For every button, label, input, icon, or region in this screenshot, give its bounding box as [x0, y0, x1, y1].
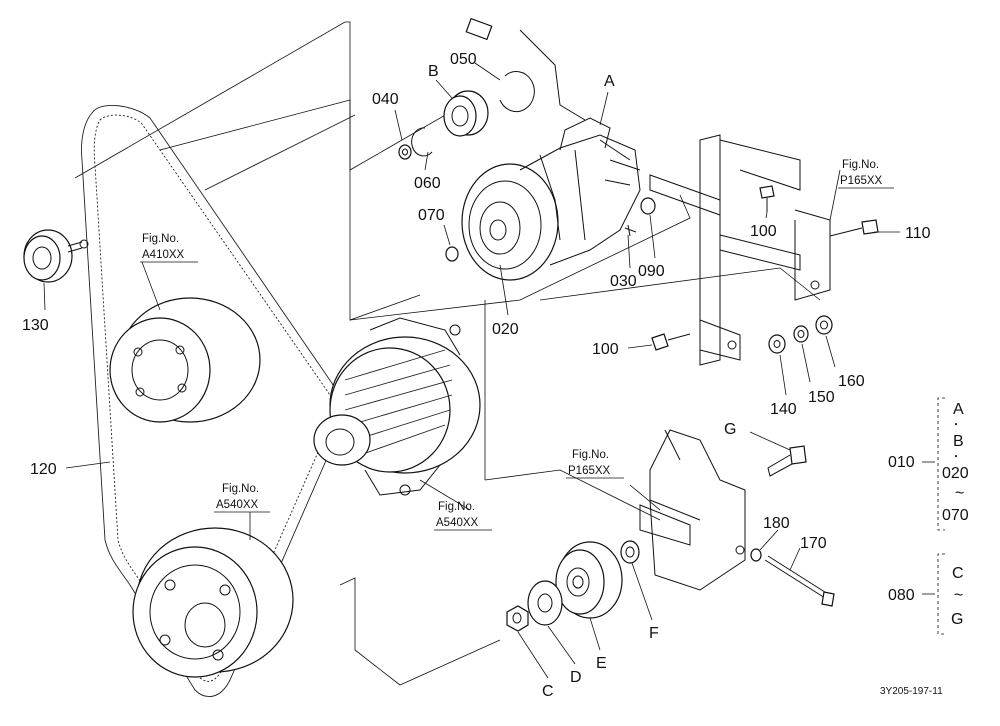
crank-pulley [132, 527, 294, 678]
svg-text:C: C [952, 565, 964, 582]
fan-pulley [109, 297, 261, 423]
alternator [313, 317, 481, 496]
fig-ref-a540-right: Fig.No. A540XX [434, 501, 492, 531]
callout-C: C [542, 683, 554, 700]
svg-text:~: ~ [955, 485, 964, 502]
svg-text:~: ~ [954, 587, 963, 604]
svg-text:・: ・ [951, 452, 961, 463]
callout-110: 110 [905, 225, 931, 242]
adjust-bolt-170 [750, 548, 835, 607]
svg-text:A410XX: A410XX [142, 249, 185, 261]
ac-compressor [461, 17, 641, 281]
callout-070: 070 [418, 207, 445, 224]
tensioner-bracket [639, 429, 746, 591]
compressor-fasteners [624, 197, 656, 237]
callout-150: 150 [808, 389, 835, 406]
svg-text:020: 020 [942, 465, 969, 482]
callout-090: 090 [638, 263, 665, 280]
svg-text:P165XX: P165XX [840, 175, 883, 187]
callout-E: E [596, 655, 607, 672]
bracket-fasteners [651, 185, 879, 354]
fig-ref-a540-left: Fig.No. A540XX [214, 483, 270, 513]
callout-010: 010 [888, 454, 915, 471]
svg-text:A540XX: A540XX [436, 517, 479, 529]
svg-text:070: 070 [942, 507, 969, 524]
clutch-bearing-parts [398, 71, 535, 262]
tensioner-pulley-E [555, 541, 623, 619]
callout-100-top: 100 [750, 223, 777, 240]
callout-A: A [604, 73, 615, 90]
callout-F: F [649, 625, 659, 642]
svg-text:P165XX: P165XX [568, 465, 611, 477]
callout-050: 050 [450, 51, 477, 68]
svg-text:Fig.No.: Fig.No. [222, 483, 259, 495]
fig-ref-a410: Fig.No. A410XX [140, 233, 198, 263]
svg-text:Fig.No.: Fig.No. [842, 159, 879, 171]
compressor-bracket [649, 134, 831, 366]
callout-D: D [570, 669, 582, 686]
callout-labels: A B 050 040 060 070 030 090 020 100 110 … [22, 51, 931, 700]
svg-text:A540XX: A540XX [216, 499, 259, 511]
callout-030: 030 [610, 273, 637, 290]
idler-pulley-130 [23, 229, 89, 283]
assembly-010: 010 A ・ B ・ 020 ~ 070 [888, 397, 969, 531]
callout-170: 170 [800, 535, 827, 552]
drawing-code: 3Y205-197-11 [880, 686, 943, 697]
callout-180: 180 [763, 515, 790, 532]
svg-text:Fig.No.: Fig.No. [572, 449, 609, 461]
assembly-080: 080 C ~ G [888, 553, 964, 635]
leader-lines [43, 62, 900, 679]
tensioner-collar-F [620, 540, 640, 564]
tensioner-nut-C [506, 605, 529, 632]
svg-text:Fig.No.: Fig.No. [438, 501, 475, 513]
fig-ref-p165-top: Fig.No. P165XX [838, 159, 894, 189]
group-outline-lines [74, 21, 821, 686]
callout-080: 080 [888, 587, 915, 604]
callout-140: 140 [770, 401, 797, 418]
callout-100-mid: 100 [592, 341, 619, 358]
callout-130: 130 [22, 317, 49, 334]
svg-text:G: G [951, 611, 963, 628]
callout-G: G [724, 421, 736, 438]
callout-060: 060 [414, 175, 441, 192]
belt-120 [81, 105, 347, 697]
tensioner-bolt-G [767, 445, 807, 477]
svg-text:B: B [953, 433, 964, 450]
tensioner-washer-D [527, 580, 563, 626]
svg-text:・: ・ [951, 420, 961, 431]
callout-160: 160 [838, 373, 865, 390]
callout-040: 040 [372, 91, 399, 108]
fig-ref-p165-mid: Fig.No. P165XX [566, 449, 624, 479]
callout-020: 020 [492, 321, 519, 338]
svg-text:A: A [953, 401, 964, 418]
callout-120: 120 [30, 461, 57, 478]
svg-text:Fig.No.: Fig.No. [142, 233, 179, 245]
callout-B: B [428, 63, 439, 80]
